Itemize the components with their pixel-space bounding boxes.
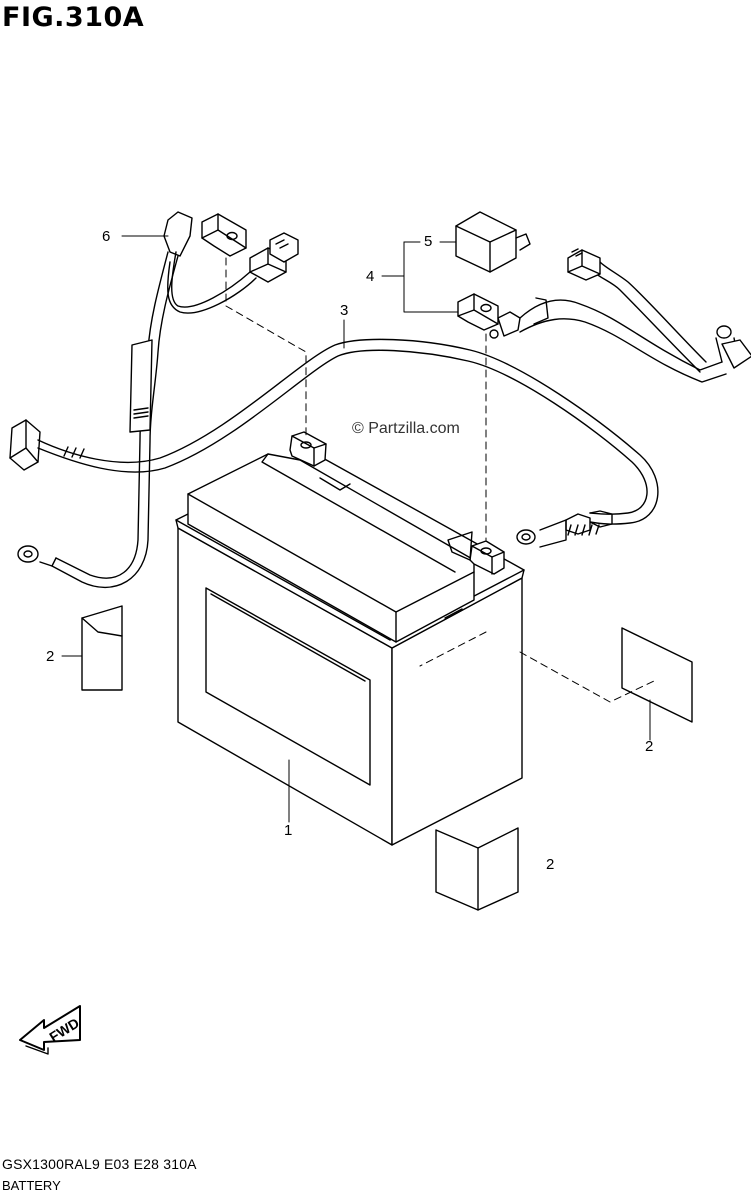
callout-1: 1	[284, 822, 293, 839]
callout-2-right: 2	[645, 738, 654, 755]
callout-2-left: 2	[46, 648, 55, 665]
watermark: © Partzilla.com	[352, 420, 460, 437]
pad-bottom	[435, 827, 519, 911]
battery	[175, 431, 525, 846]
callout-2-bottom: 2	[546, 856, 555, 873]
footer-model-code: GSX1300RAL9 E03 E28 310A	[2, 1156, 197, 1172]
pad-right	[621, 627, 693, 723]
assembly-dashed-lines	[225, 257, 657, 703]
cable-3	[9, 338, 659, 548]
terminal-cap-5	[455, 211, 531, 273]
fwd-arrow: FWD	[19, 1005, 82, 1055]
callout-5: 5	[424, 233, 433, 250]
pad-left	[81, 605, 123, 691]
positive-lead-4	[457, 248, 751, 383]
callout-3: 3	[340, 302, 349, 319]
callout-4: 4	[366, 268, 375, 285]
figure-title: FIG.310A	[2, 2, 145, 33]
leader-lines	[61, 235, 651, 823]
callout-6: 6	[102, 228, 111, 245]
harness-6	[17, 211, 299, 589]
footer-section-name: BATTERY	[2, 1178, 61, 1193]
